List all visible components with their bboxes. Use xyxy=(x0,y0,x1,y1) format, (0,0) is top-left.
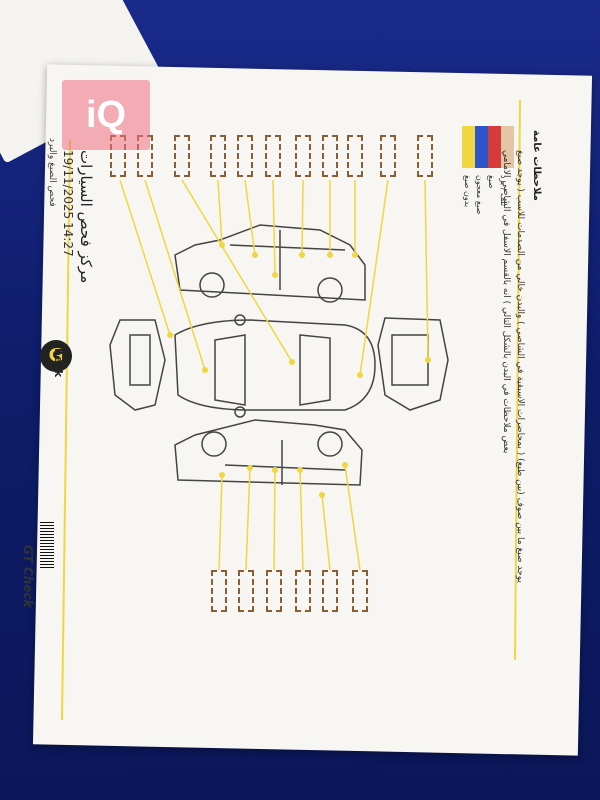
legend-label-3: صبغ xyxy=(487,175,496,189)
car-top-view xyxy=(174,314,376,418)
car-front-view xyxy=(109,319,166,411)
gt-logo-icon: G xyxy=(40,340,72,372)
car-rear-view xyxy=(377,317,449,411)
callout-box-top-5 xyxy=(237,135,253,177)
watermark-logo: iQ xyxy=(62,80,150,150)
legend-label-2: صبغ معجون xyxy=(475,175,484,215)
subtitle-text: فحص الصبغ والبرد xyxy=(47,138,57,207)
car-side-view-top xyxy=(174,224,366,303)
date-text: 19/11/2025 xyxy=(61,150,75,220)
callout-lines-bottom xyxy=(218,464,361,571)
car-side-view-bottom xyxy=(174,419,363,486)
callout-box-bottom-2 xyxy=(238,570,254,612)
callout-box-top-4 xyxy=(210,135,226,177)
legend-swatch-1 xyxy=(462,126,475,168)
callout-box-bottom-1 xyxy=(211,570,227,612)
legend xyxy=(462,126,514,168)
time-text: 14:27 xyxy=(61,222,75,257)
notes-heading: ملاحظات عامة xyxy=(531,130,542,201)
callout-box-bottom-6 xyxy=(352,570,368,612)
legend-swatch-4 xyxy=(501,126,514,168)
legend-swatch-2 xyxy=(475,126,488,168)
callout-box-bottom-3 xyxy=(266,570,282,612)
callout-box-top-10 xyxy=(380,135,396,177)
callout-box-bottom-4 xyxy=(295,570,311,612)
callout-box-top-9 xyxy=(347,135,363,177)
callout-lines-top xyxy=(119,179,429,376)
callout-box-top-3 xyxy=(174,135,190,177)
callout-box-top-7 xyxy=(295,135,311,177)
callout-box-top-11 xyxy=(417,135,433,177)
callout-dots xyxy=(167,242,431,498)
callout-box-top-8 xyxy=(322,135,338,177)
legend-swatch-3 xyxy=(488,126,501,168)
footer-brand-text: GT Check xyxy=(21,545,35,608)
logo-text: Check xyxy=(52,340,65,378)
page-title: مركز فحص السيارات xyxy=(77,150,95,284)
callout-box-bottom-5 xyxy=(322,570,338,612)
barcode-icon xyxy=(40,520,54,568)
legend-label-1: بدون صبغ xyxy=(463,175,472,208)
callout-box-top-6 xyxy=(265,135,281,177)
notes-body: يوجد صبغ ما بين صوف (بين طبع) ( بمحاضرات… xyxy=(501,150,525,583)
